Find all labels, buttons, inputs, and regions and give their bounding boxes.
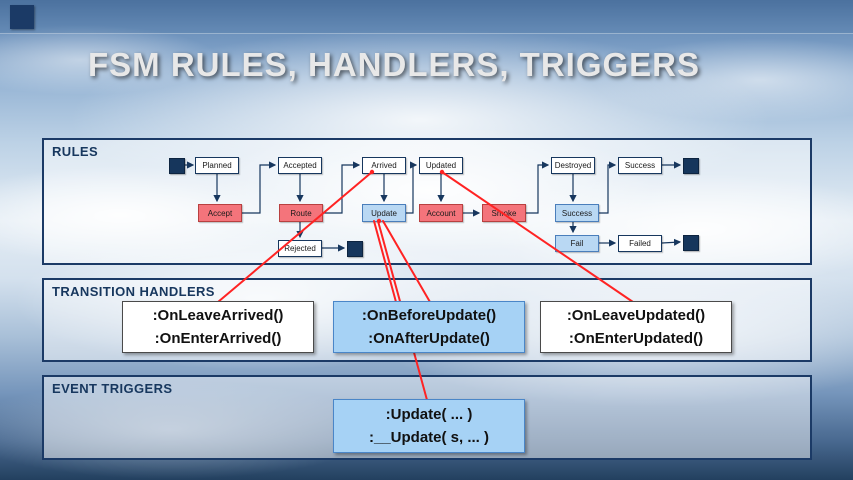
state-success: Success xyxy=(618,157,662,174)
start-state-marker xyxy=(169,158,185,174)
slide-title: FSM RULES, HANDLERS, TRIGGERS xyxy=(88,46,701,83)
handler-arrived-line1: :OnLeaveArrived() xyxy=(152,306,284,324)
state-arrived: Arrived xyxy=(362,157,406,174)
handler-update-line1: :OnBeforeUpdate() xyxy=(361,306,497,324)
transition-handlers-label: TRANSITION HANDLERS xyxy=(52,284,215,299)
rule-route: Route xyxy=(279,204,323,222)
handler-update-line2: :OnAfterUpdate() xyxy=(368,330,490,347)
end-state-marker-failed xyxy=(683,235,699,251)
rule-update: Update xyxy=(362,204,406,222)
end-state-marker-top xyxy=(683,158,699,174)
trigger-box-update: :Update( ... ) :__Update( s, ... ) xyxy=(333,399,525,453)
rules-panel-label: RULES xyxy=(52,144,99,159)
end-state-marker-rejected xyxy=(347,241,363,257)
sky-top-band xyxy=(0,0,853,34)
rule-success: Success xyxy=(555,204,599,222)
handler-arrived-line2: :OnEnterArrived() xyxy=(154,330,282,347)
state-planned: Planned xyxy=(195,157,239,174)
rule-smoke: Smoke xyxy=(482,204,526,222)
state-rejected: Rejected xyxy=(278,240,322,257)
event-triggers-label: EVENT TRIGGERS xyxy=(52,381,173,396)
corner-decoration xyxy=(10,5,34,29)
handler-updated-line1: :OnLeaveUpdated() xyxy=(566,306,706,324)
trigger-update-line1: :Update( ... ) xyxy=(385,405,473,423)
rule-accept: Accept xyxy=(198,204,242,222)
state-accepted: Accepted xyxy=(278,157,322,174)
trigger-update-line2: :__Update( s, ... ) xyxy=(368,429,490,446)
rule-account: Account xyxy=(419,204,463,222)
state-destroyed: Destroyed xyxy=(551,157,595,174)
rules-panel: RULES xyxy=(42,138,812,265)
rule-fail: Fail xyxy=(555,235,599,252)
handler-updated-line2: :OnEnterUpdated() xyxy=(568,330,704,347)
handler-box-update: :OnBeforeUpdate() :OnAfterUpdate() xyxy=(333,301,525,353)
state-failed: Failed xyxy=(618,235,662,252)
handler-box-updated: :OnLeaveUpdated() :OnEnterUpdated() xyxy=(540,301,732,353)
handler-box-arrived: :OnLeaveArrived() :OnEnterArrived() xyxy=(122,301,314,353)
state-updated: Updated xyxy=(419,157,463,174)
